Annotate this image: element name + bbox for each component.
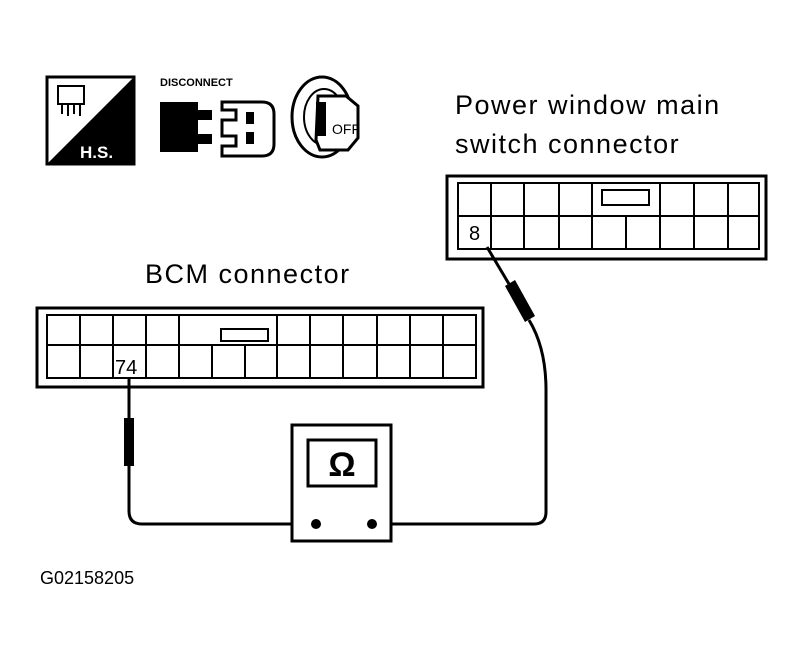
ignition-off-icon: OFF: [290, 75, 360, 159]
harness-side-icon: H.S.: [45, 75, 136, 166]
disconnect-label: DISCONNECT: [160, 77, 233, 89]
bcm-pin-grid: [46, 314, 477, 379]
ohmmeter-terminal-left: [311, 519, 321, 529]
pw-key-slot: [601, 189, 650, 206]
bcm-connector: 74: [35, 306, 485, 389]
bcm-inner-frame: [46, 314, 477, 379]
power-window-pin-8: 8: [469, 223, 480, 245]
ohmmeter: Ω: [290, 423, 393, 543]
bcm-key-slot: [220, 328, 269, 342]
hs-label: H.S.: [80, 143, 113, 162]
power-window-title-line1: Power window main: [455, 90, 721, 120]
ohmmeter-terminal-right: [367, 519, 377, 529]
power-window-pin-grid: [457, 182, 760, 250]
ohm-symbol: Ω: [328, 446, 355, 484]
off-label: OFF: [332, 121, 360, 137]
power-window-test-lead: [372, 246, 548, 526]
bcm-connector-title: BCM connector: [145, 259, 351, 289]
power-window-title-line2: switch connector: [455, 129, 680, 159]
bcm-test-lead: [124, 377, 316, 526]
bcm-pin-74: 74: [115, 357, 137, 379]
power-window-connector: 8: [445, 174, 768, 261]
figure-code: G02158205: [40, 568, 134, 588]
disconnect-icon: DISCONNECT: [160, 77, 276, 158]
